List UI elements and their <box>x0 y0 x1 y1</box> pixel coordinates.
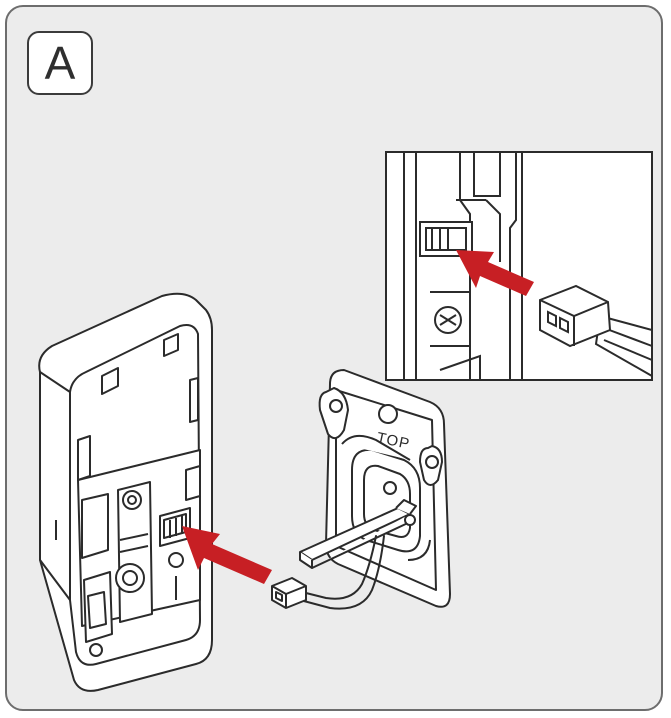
step-label: A <box>27 31 93 95</box>
mounting-plate <box>299 369 451 608</box>
right-to-left-arrow-icon <box>182 526 272 584</box>
detail-inset <box>385 151 653 381</box>
right-to-left-arrow-icon <box>456 250 534 296</box>
lock-body <box>38 292 213 692</box>
inset-lock-edge <box>403 151 523 380</box>
inset-connector <box>539 284 653 378</box>
top-label: TOP <box>375 429 411 453</box>
connector-cable <box>299 535 385 610</box>
cable-connector <box>271 577 307 609</box>
